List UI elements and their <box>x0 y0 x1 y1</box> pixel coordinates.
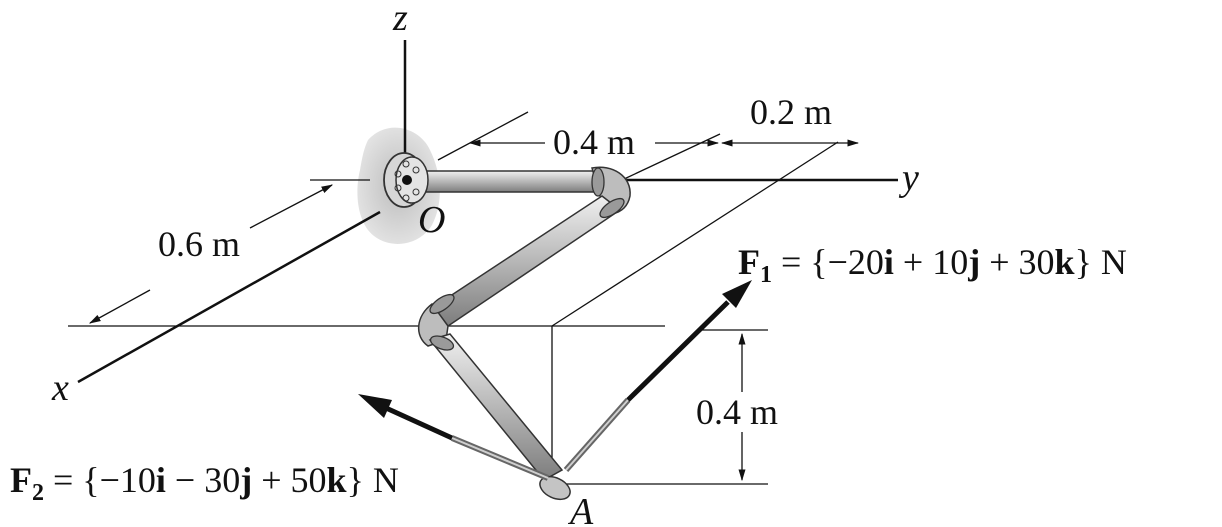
f1-unit-i: i <box>884 242 894 282</box>
point-o-label: O <box>418 199 445 241</box>
flange <box>383 152 429 208</box>
f2-unit-k: k <box>327 460 347 500</box>
origin-dot <box>402 175 412 185</box>
f1-unit-k: k <box>1055 242 1075 282</box>
x-axis <box>77 210 381 384</box>
pipe-end-cap <box>539 475 571 501</box>
force-f2-arrow <box>358 394 550 481</box>
f2-expr-d: } N <box>347 460 399 500</box>
f1-expr-d: } N <box>1075 242 1127 282</box>
pipe-segment-2 <box>430 195 622 327</box>
pipe-segment-3 <box>428 333 564 481</box>
point-a-label: A <box>567 491 594 527</box>
dim-label-x-0-6: 0.6 m <box>158 224 240 264</box>
pipe-segment-1 <box>425 170 597 193</box>
dim-label-height-0-4: 0.4 m <box>696 392 778 432</box>
f1-symbol: F <box>738 242 760 282</box>
f1-expr-b: + 10 <box>894 242 968 282</box>
f2-unit-i: i <box>156 460 166 500</box>
f2-expr-c: + 50 <box>252 460 326 500</box>
dim-label-y-0-2: 0.2 m <box>750 92 832 132</box>
f1-subscript: 1 <box>760 262 772 288</box>
f1-expr-a: = {−20 <box>772 242 884 282</box>
x-axis-label: x <box>51 367 69 409</box>
f2-subscript: 2 <box>32 480 44 506</box>
force-f1-label: F1 = {−20i + 10j + 30k} N <box>738 242 1127 288</box>
force-f2-label: F2 = {−10i − 30j + 50k} N <box>10 460 399 506</box>
dim-line-x <box>88 179 370 324</box>
y-axis-label: y <box>898 157 919 199</box>
f2-expr-b: − 30 <box>166 460 240 500</box>
force-f1-arrow <box>563 280 752 472</box>
dim-line-height <box>700 329 768 482</box>
dim-line-y <box>437 111 860 161</box>
f1-unit-j: j <box>967 242 980 282</box>
f2-expr-a: = {−10 <box>44 460 156 500</box>
f2-unit-j: j <box>239 460 252 500</box>
z-axis-label: z <box>392 0 408 39</box>
f2-symbol: F <box>10 460 32 500</box>
f1-expr-c: + 30 <box>980 242 1054 282</box>
pipe <box>418 166 631 501</box>
dim-label-y-0-4: 0.4 m <box>553 122 635 162</box>
